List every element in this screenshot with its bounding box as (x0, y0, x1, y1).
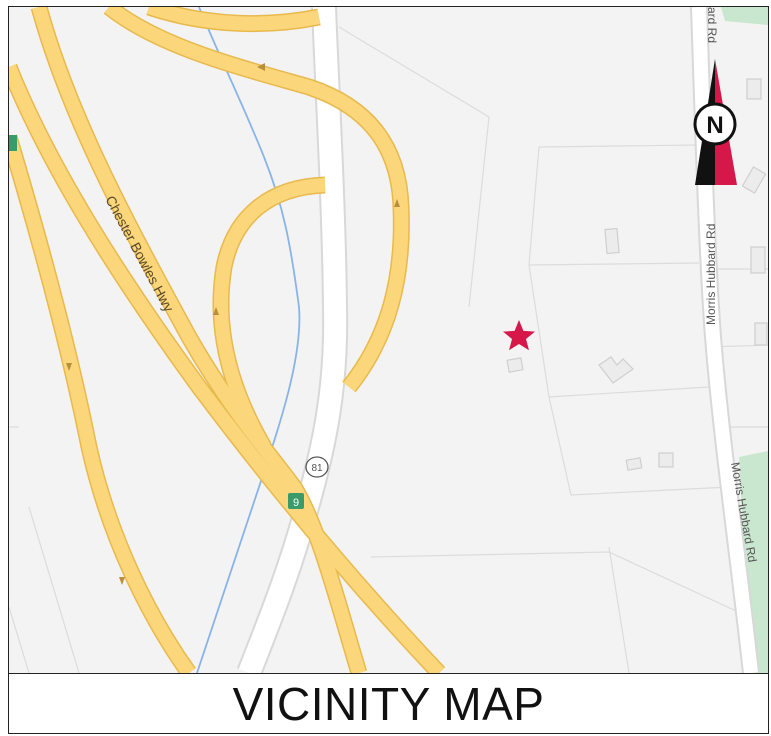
morris-hubbard-top-label: ard Rd (705, 7, 719, 43)
compass-icon: N (693, 59, 737, 185)
stream (196, 7, 301, 673)
map-canvas: 9 81 Chester Bowles Hwy ard Rd Morris Hu… (9, 7, 768, 673)
map-caption: VICINITY MAP (9, 674, 768, 733)
park-marker-icon[interactable]: 9 (288, 493, 304, 509)
vicinity-map-frame: 9 81 Chester Bowles Hwy ard Rd Morris Hu… (8, 6, 769, 734)
park-area-top-right (721, 7, 768, 25)
svg-text:81: 81 (311, 463, 323, 474)
park-marker-icon-left[interactable] (9, 135, 17, 151)
caption-title: VICINITY MAP (232, 677, 545, 730)
compass-letter: N (706, 112, 723, 139)
highway-fill (9, 7, 445, 673)
park-area-bottom-right (739, 451, 768, 673)
svg-text:9: 9 (293, 497, 299, 509)
map-area[interactable]: 9 81 Chester Bowles Hwy ard Rd Morris Hu… (9, 7, 768, 674)
route-shield-icon: 81 (305, 456, 329, 478)
direction-arrows (66, 63, 400, 585)
star-marker-icon[interactable] (503, 320, 535, 351)
morris-hubbard-mid-label: Morris Hubbard Rd (704, 224, 718, 325)
route-81-road-fill (238, 7, 347, 673)
parcel-lines (9, 26, 768, 673)
building-footprints (506, 78, 768, 471)
